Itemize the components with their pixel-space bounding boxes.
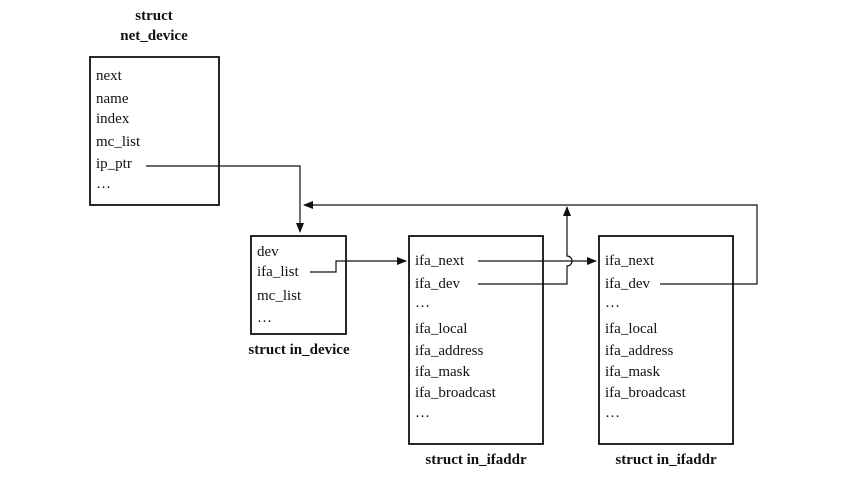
field-ifa-next: ifa_next [605,253,655,269]
field-ifa-list: ifa_list [257,264,299,280]
field-ifa-address: ifa_address [605,343,674,359]
ifaddr-1-box [408,235,544,445]
ifaddr-1-caption: struct in_ifaddr [425,452,527,468]
field-ellipsis: … [257,310,272,326]
field-mc-list: mc_list [96,134,141,150]
field-dev: dev [257,244,279,260]
field-next: next [96,68,122,84]
ip-ptr-pointer [146,165,304,233]
field-ifa-broadcast: ifa_broadcast [415,385,496,401]
field-ifa-dev: ifa_dev [605,276,650,292]
ifa-dev-2-pointer [303,201,758,285]
field-ellipsis: … [96,176,111,192]
field-index: index [96,111,130,127]
field-ifa-dev: ifa_dev [415,276,460,292]
ifa-list-pointer [310,257,407,273]
field-ip-ptr: ip_ptr [96,156,132,172]
field-ellipsis: … [605,295,620,311]
in-device-box [250,235,347,335]
field-ifa-mask: ifa_mask [605,364,660,380]
field-ifa-local: ifa_local [415,321,468,337]
ifaddr-2-caption: struct in_ifaddr [615,452,717,468]
field-ellipsis: … [415,405,430,421]
net-device-box [89,56,220,206]
field-ellipsis: … [415,295,430,311]
ifa-dev-1-pointer [478,206,573,285]
field-ifa-address: ifa_address [415,343,484,359]
in-device-caption: struct in_device [248,342,350,358]
net-device-title-line1: struct [135,8,173,24]
field-ellipsis: … [605,405,620,421]
field-ifa-mask: ifa_mask [415,364,470,380]
field-ifa-local: ifa_local [605,321,658,337]
field-ifa-next: ifa_next [415,253,465,269]
field-name: name [96,91,129,107]
field-ifa-broadcast: ifa_broadcast [605,385,686,401]
field-mc-list: mc_list [257,288,302,304]
net-device-title-line2: net_device [120,28,188,44]
ifaddr-2-box [598,235,734,445]
